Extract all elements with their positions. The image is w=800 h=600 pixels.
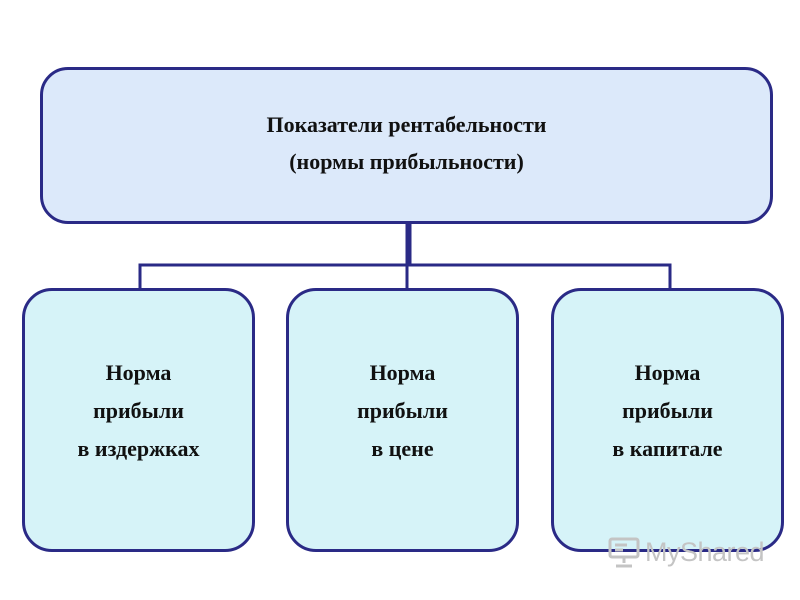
child-node-label: Норма — [369, 360, 436, 385]
watermark-text: MyShared — [645, 536, 765, 567]
child-node-costs: Норма прибыли в издержках — [22, 288, 255, 552]
root-subtitle: (нормы прибыльности) — [289, 148, 524, 174]
root-title: Показатели рентабельности — [266, 111, 547, 137]
presentation-board-icon — [607, 535, 641, 569]
child-node-label: прибыли — [357, 398, 448, 423]
child-node-label: Норма — [105, 360, 172, 385]
watermark: MyShared — [607, 535, 765, 569]
child-node-label: прибыли — [93, 398, 184, 423]
root-node: Показатели рентабельности (нормы прибыль… — [40, 67, 773, 224]
child-node-label: в издержках — [77, 436, 200, 461]
child-node-label: прибыли — [622, 398, 713, 423]
child-node-label: в цене — [371, 436, 434, 461]
child-node-label: в капитале — [612, 436, 723, 461]
connector-bus — [138, 263, 672, 288]
child-node-price: Норма прибыли в цене — [286, 288, 519, 552]
child-node-label: Норма — [634, 360, 701, 385]
child-node-capital: Норма прибыли в капитале — [551, 288, 784, 552]
